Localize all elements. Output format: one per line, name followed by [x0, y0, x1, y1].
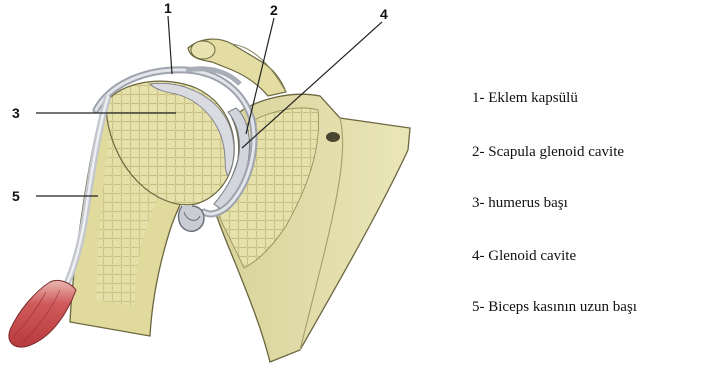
callout-4: 4	[380, 6, 388, 22]
inferior-capsule-fold	[179, 206, 204, 231]
legend-item-2: 2- Scapula glenoid cavite	[472, 144, 624, 161]
legend-item-3: 3- humerus başı	[472, 195, 568, 212]
callout-5: 5	[12, 188, 20, 204]
biceps-muscle	[9, 280, 76, 347]
callout-2: 2	[270, 2, 278, 18]
callout-1: 1	[164, 0, 172, 16]
legend-item-5: 5- Biceps kasının uzun başı	[472, 299, 637, 316]
callout-3: 3	[12, 105, 20, 121]
legend-item-4: 4- Glenoid cavite	[472, 248, 576, 265]
legend-item-1: 1- Eklem kapsülü	[472, 90, 578, 107]
leader-line-1	[168, 16, 172, 74]
